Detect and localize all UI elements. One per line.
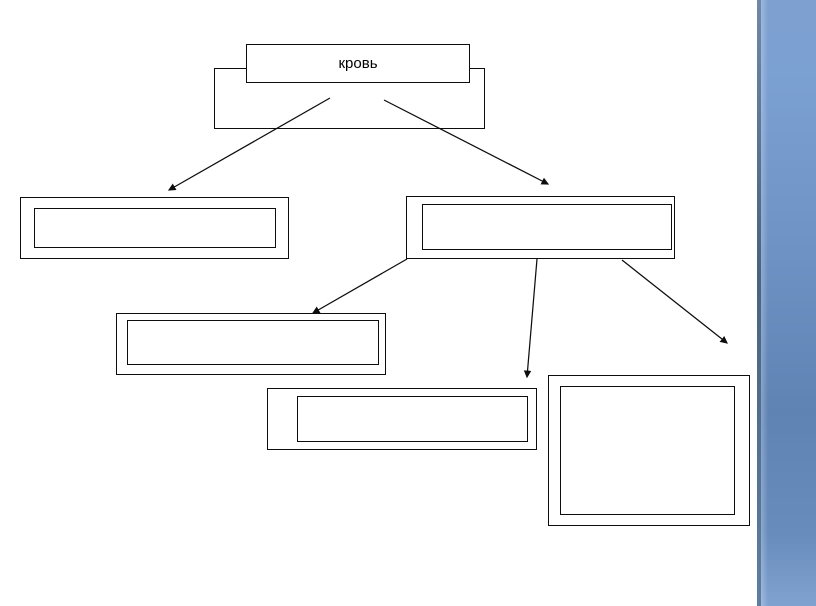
node-right-row2-outer[interactable] xyxy=(406,196,675,259)
node-row4-outer[interactable] xyxy=(267,388,537,450)
arrow-right2-to-bottomright[interactable] xyxy=(621,259,728,344)
node-right-row2-inner[interactable] xyxy=(422,204,672,250)
root-node-blood-label: кровь xyxy=(338,54,378,72)
node-row4-inner[interactable] xyxy=(297,396,528,442)
node-left-row2-outer[interactable] xyxy=(20,197,289,259)
arrow-right2-to-row3[interactable] xyxy=(311,258,408,314)
node-bottom-right-large-inner[interactable] xyxy=(560,386,735,515)
band-sheen xyxy=(761,0,768,606)
node-bottom-right-large-outer[interactable] xyxy=(548,375,750,526)
node-row3-inner[interactable] xyxy=(127,320,379,365)
band-dark-edge xyxy=(757,0,761,606)
band-fill xyxy=(761,0,816,606)
root-node-blood-inner[interactable]: кровь xyxy=(246,44,470,83)
node-row3-outer[interactable] xyxy=(116,313,386,375)
right-gradient-band xyxy=(757,0,816,606)
arrow-right2-to-row4[interactable] xyxy=(523,258,538,379)
node-left-row2-inner[interactable] xyxy=(34,208,276,248)
